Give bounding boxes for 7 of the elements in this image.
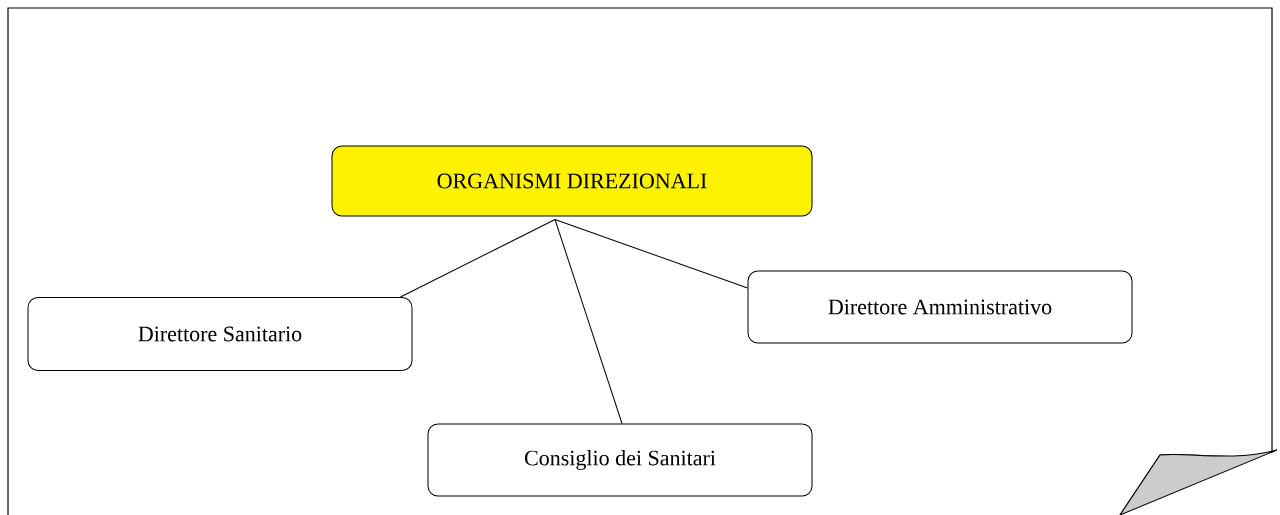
role-box: Direttore Sanitario [27, 297, 413, 371]
connector-line [554, 219, 748, 289]
role-box: Consiglio dei Sanitari [427, 423, 813, 497]
role-box: Direttore Amministrativo [747, 270, 1133, 344]
title-box: ORGANISMI DIREZIONALI [331, 145, 813, 217]
connector-line [554, 219, 623, 424]
connector-line [400, 219, 556, 298]
